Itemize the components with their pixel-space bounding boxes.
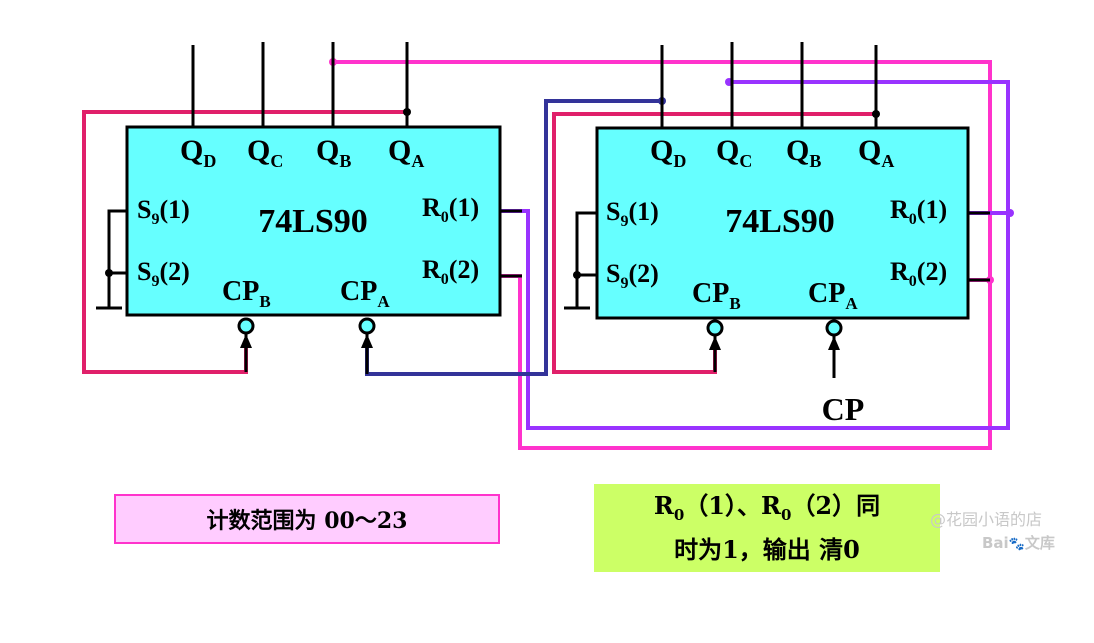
chip-2-out-qb: Q [786, 134, 809, 167]
chip-2-out-qa: Q [858, 134, 881, 167]
chip-2-r01: R [890, 195, 909, 224]
clock-input-label: CP [822, 391, 865, 427]
chip-1-s91: S [137, 195, 151, 224]
chip-1-out-qd: Q [180, 134, 203, 167]
chip-2-name: 74LS90 [725, 203, 835, 240]
watermark-brand: Bai🐾文库 [982, 534, 1055, 552]
svg-text:S9(1): S9(1) [606, 197, 659, 230]
chip-1-r02: R [422, 255, 441, 284]
chip-1-out-qc: Q [247, 134, 270, 167]
chip-2-r02: R [890, 257, 909, 286]
chip-2-cpb: CP [692, 278, 729, 309]
svg-text:QC: QC [716, 134, 752, 171]
chip-2-cpa: CP [808, 278, 845, 309]
count-range-text: 计数范围为 00～23 [206, 508, 408, 534]
chip-2-out-qd: Q [650, 134, 673, 167]
watermark-author: @花园小语的店 [930, 510, 1043, 529]
svg-text:QB: QB [786, 134, 821, 171]
svg-text:QA: QA [858, 134, 894, 171]
chip-1-s92: S [137, 257, 151, 286]
svg-text:CPB: CPB [222, 276, 271, 311]
chip-1-r01: R [422, 193, 441, 222]
chip-1-cpa: CP [340, 276, 377, 307]
reset-note-line1: R0（1）、R0（2）同 [653, 490, 881, 524]
svg-text:QA: QA [388, 134, 424, 171]
junction-dot [1006, 209, 1014, 217]
chip-1-name: 74LS90 [258, 203, 368, 240]
chip-1: 74LS90 QD QC QB QA S9(1) S9(2) R0(1) R0(… [96, 42, 522, 374]
chip-2-s92: S [606, 259, 620, 288]
svg-text:CPA: CPA [808, 278, 858, 313]
svg-text:S9(2): S9(2) [606, 259, 659, 292]
chip-2-out-qc: Q [716, 134, 739, 167]
svg-text:S9(2): S9(2) [137, 257, 190, 290]
svg-text:R0(1): R0(1) [890, 195, 947, 228]
chip-2-s91: S [606, 197, 620, 226]
svg-text:R0(2): R0(2) [422, 255, 479, 288]
svg-text:CPA: CPA [340, 276, 390, 311]
svg-text:QC: QC [247, 134, 283, 171]
chip-2: 74LS90 QD QC QB QA S9(1) S9(2) R0(1) R0(… [564, 42, 990, 378]
svg-text:R0(1): R0(1) [422, 193, 479, 226]
chip-1-out-qb: Q [316, 134, 339, 167]
chip-1-cpb: CP [222, 276, 259, 307]
count-range-note: 计数范围为 00～23 [114, 494, 500, 544]
wire-purple [497, 80, 1010, 430]
chip-1-out-qa: Q [388, 134, 411, 167]
svg-text:CPB: CPB [692, 278, 741, 313]
reset-note-line2: 时为1，输出 清0 [674, 535, 860, 565]
svg-text:QB: QB [316, 134, 351, 171]
svg-text:QD: QD [650, 134, 686, 171]
svg-text:R0(2): R0(2) [890, 257, 947, 290]
svg-text:QD: QD [180, 134, 216, 171]
reset-condition-note: R0（1）、R0（2）同 时为1，输出 清0 [594, 484, 940, 572]
svg-text:S9(1): S9(1) [137, 195, 190, 228]
